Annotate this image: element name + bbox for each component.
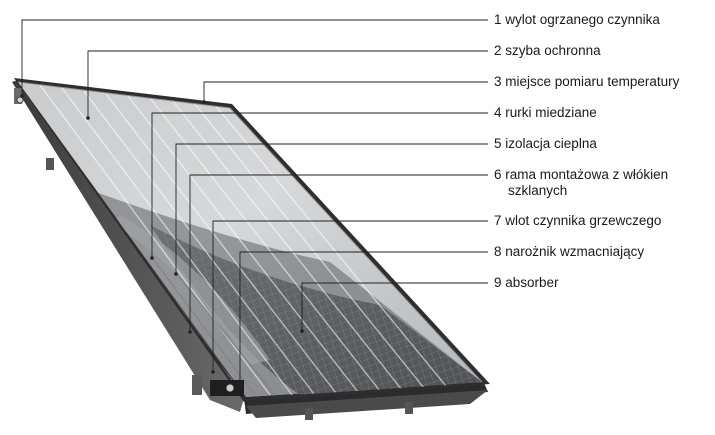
label-copper-tubes: 4 rurki miedziane <box>494 105 597 121</box>
leader-9 <box>301 282 488 331</box>
leader-dots <box>20 94 304 388</box>
label-number: 4 <box>494 105 502 120</box>
label-number: 7 <box>494 213 502 228</box>
label-number: 5 <box>494 136 502 151</box>
label-text: szyba ochronna <box>505 43 601 58</box>
label-number: 8 <box>494 244 502 259</box>
label-text: rama montażowa z włókien <box>505 167 669 182</box>
glass-edge <box>17 81 483 383</box>
label-outlet: 1 wylot ogrzanego czynnika <box>494 12 660 28</box>
label-text: miejsce pomiaru temperatury <box>505 74 680 89</box>
label-number: 6 <box>494 167 502 182</box>
label-text: narożnik wzmacniający <box>505 244 645 259</box>
mounting-foot <box>305 408 313 420</box>
label-inlet: 7 wlot czynnika grzewczego <box>494 213 661 229</box>
inlet-connector <box>225 383 235 393</box>
label-number: 3 <box>494 74 502 89</box>
leader-4 <box>151 112 488 258</box>
frame-side <box>12 80 244 412</box>
label-glass-cover: 2 szyba ochronna <box>494 43 601 59</box>
label-number: 9 <box>494 275 502 290</box>
label-insulation: 5 izolacja cieplna <box>494 136 597 152</box>
outlet-connector <box>16 96 24 104</box>
label-text: wylot ogrzanego czynnika <box>505 12 660 27</box>
label-number: 1 <box>494 12 502 27</box>
leader-2 <box>87 50 488 118</box>
label-mounting-frame: 6 rama montażowa z włókien szklanych <box>494 167 668 199</box>
leader-3 <box>203 81 488 102</box>
outlet-fitting <box>14 88 22 104</box>
label-number: 2 <box>494 43 502 58</box>
leader-7 <box>212 220 488 372</box>
label-text: absorber <box>505 275 559 290</box>
mounting-foot <box>46 158 54 170</box>
label-absorber: 9 absorber <box>494 275 559 291</box>
glass-streaks <box>39 84 447 396</box>
leader-8 <box>239 251 488 386</box>
mounting-foot <box>405 402 413 414</box>
mounting-foot <box>192 375 202 395</box>
label-text: wlot czynnika grzewczego <box>505 213 662 228</box>
insulation-band <box>110 215 270 365</box>
label-text: rurki miedziane <box>505 105 597 120</box>
label-text: izolacja cieplna <box>505 136 597 151</box>
label-text-continued: szklanych <box>508 183 568 198</box>
leader-5 <box>175 143 488 274</box>
leader-1 <box>21 19 488 96</box>
leader-6 <box>189 174 488 332</box>
leader-lines <box>21 19 488 386</box>
label-temperature-point: 3 miejsce pomiaru temperatury <box>494 74 679 90</box>
label-corner: 8 narożnik wzmacniający <box>494 244 644 260</box>
